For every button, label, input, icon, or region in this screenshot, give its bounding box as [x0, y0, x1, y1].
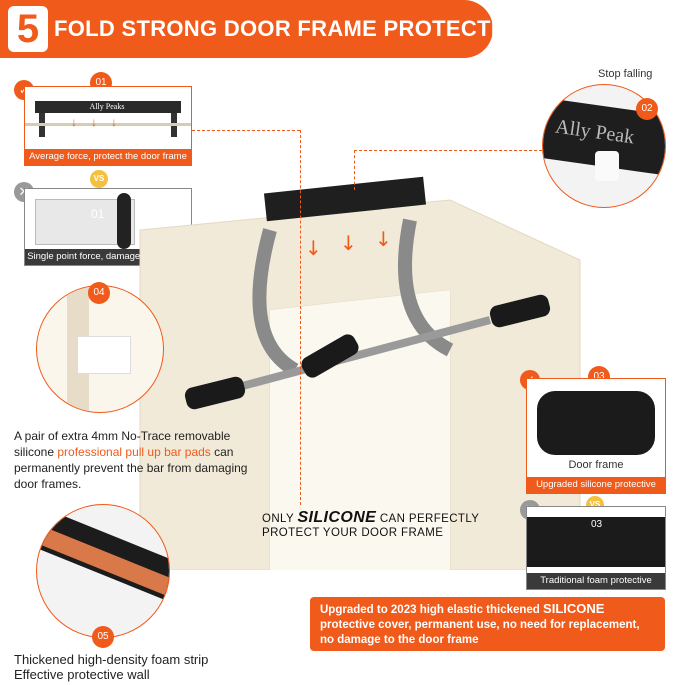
brand-label: Ally Peaks [89, 102, 125, 111]
foam-strip-circle [36, 504, 170, 638]
step-number-label: 03 [591, 519, 603, 530]
door-frame-label: Door frame [568, 459, 624, 471]
caption: Upgraded silicone protective [527, 477, 665, 493]
upgrade-emphasis: SILICONE [543, 601, 605, 616]
hook-icon [595, 151, 619, 181]
step-number-04: 04 [88, 282, 110, 304]
foam-description: Thickened high-density foam strip Effect… [14, 652, 209, 682]
pad-description: A pair of extra 4mm No-Trace removable s… [14, 428, 254, 492]
right-grip [489, 294, 551, 328]
guide-line [300, 130, 301, 505]
silicone-cap-closeup [537, 391, 655, 455]
bar-end-illustration [117, 193, 131, 249]
door-frame-line [25, 123, 191, 126]
upgrade-text: Upgraded to 2023 high elastic thickened [320, 604, 544, 616]
silicone-pad [77, 336, 131, 374]
top-bar-shape [263, 176, 427, 222]
guide-line [354, 150, 355, 190]
panel-average-force: Ally Peaks ↓↓↓ Average force, protect th… [24, 86, 192, 166]
statement-text: PROTECT YOUR DOOR FRAME [262, 527, 444, 539]
bar-illustration [35, 101, 181, 113]
section-number-badge: 5 [8, 6, 48, 52]
pull-up-bar-illustration: ↓ ↓ ↓ [139, 176, 581, 570]
upgrade-info-box: Upgraded to 2023 high elastic thickened … [310, 597, 665, 651]
panel-upgraded-silicone: Door frame Upgraded silicone protective [526, 378, 666, 494]
left-grip [184, 376, 246, 410]
center-grip [301, 334, 359, 378]
arrow-down-icon: ↓ [375, 227, 392, 251]
guide-line [192, 130, 300, 131]
arrow-down-icon: ↓ [305, 236, 322, 260]
vs-badge: VS [90, 170, 108, 188]
pad-text: A pair of extra 4mm No-Trace removable s… [14, 429, 231, 459]
caption: Average force, protect the door frame [25, 149, 191, 165]
foam-grip-closeup [527, 517, 665, 567]
step-number-05: 05 [92, 626, 114, 648]
arrow-down-icon: ↓↓↓ [71, 115, 131, 129]
arrow-down-icon: ↓ [340, 231, 357, 255]
pad-closeup-circle [36, 285, 164, 413]
step-number-label: 01 [91, 207, 105, 221]
statement-emphasis: SILICONE [297, 509, 377, 526]
guide-line [354, 150, 542, 151]
statement-text: CAN PERFECTLY [376, 513, 480, 525]
left-arm [252, 228, 299, 377]
step-number-02: 02 [636, 98, 658, 120]
silicone-statement: ONLY SILICONE CAN PERFECTLY [262, 509, 479, 527]
upgrade-text: protective cover, permanent use, no need… [320, 619, 640, 646]
right-arm [398, 218, 454, 357]
page-title: FOLD STRONG DOOR FRAME PROTECTION [54, 16, 531, 41]
stop-falling-label: Stop falling [598, 68, 653, 80]
pad-highlight-text: professional pull up bar pads [57, 445, 211, 459]
pad-text: can permanently prevent the bar from dam… [14, 445, 248, 491]
caption: Traditional foam protective [527, 573, 665, 589]
panel-traditional-foam: 03 Traditional foam protective [526, 506, 666, 590]
statement-text: ONLY [262, 513, 298, 525]
header-banner [0, 0, 493, 58]
